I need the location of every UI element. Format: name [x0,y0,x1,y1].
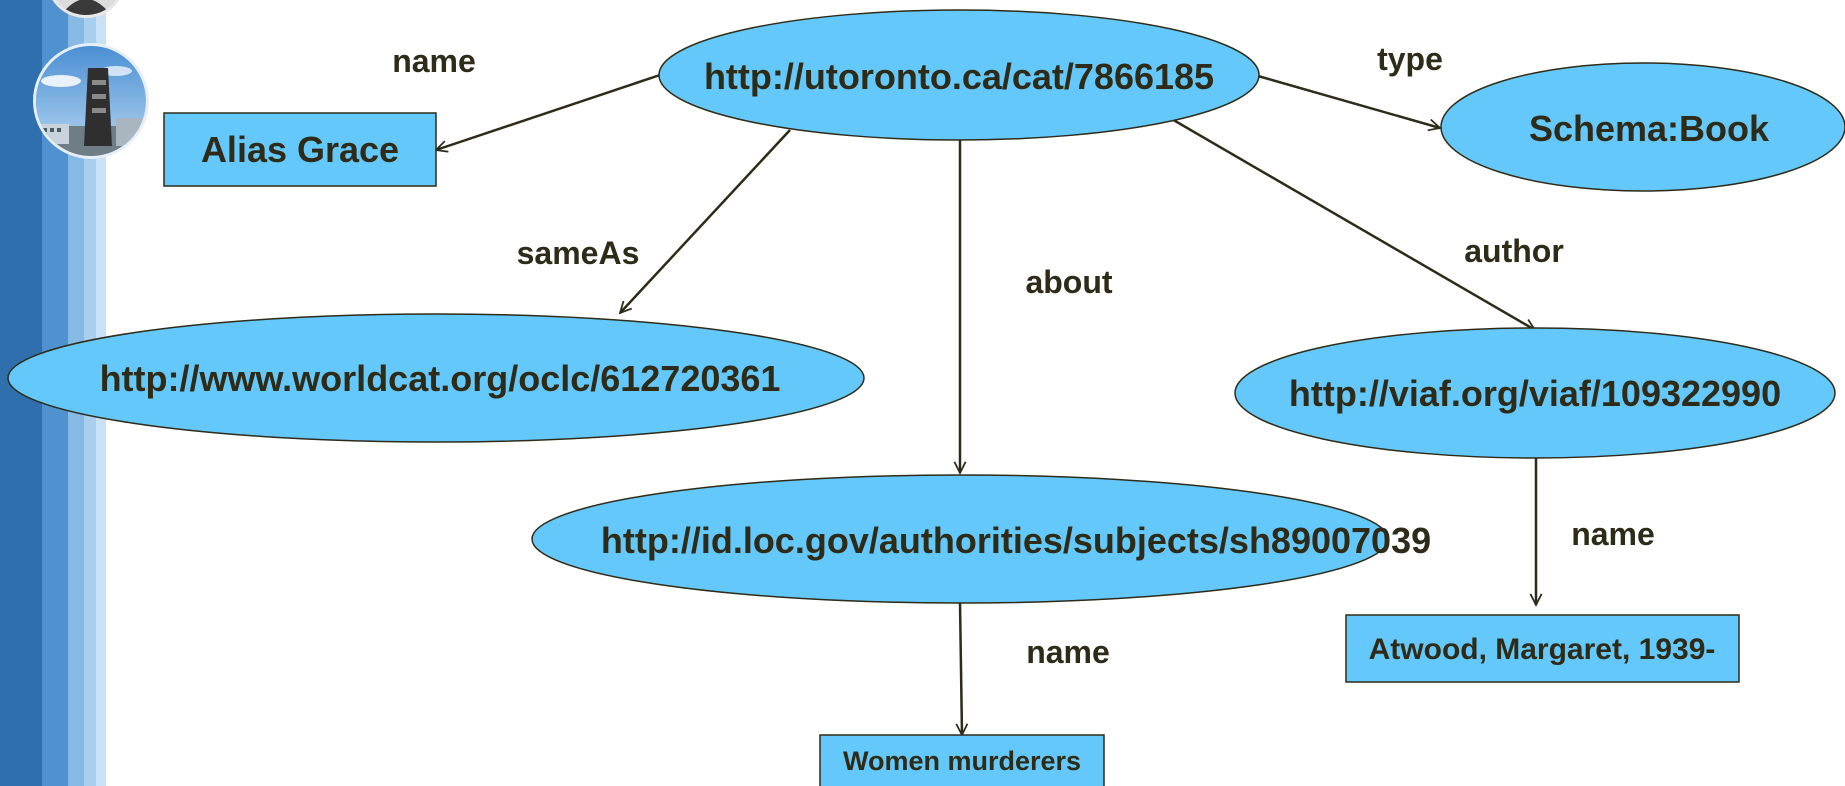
node-title-box [163,112,437,187]
edge-label-type: type [1377,41,1443,77]
node-worldcat-label: http://www.worldcat.org/oclc/612720361 [100,358,781,399]
edge-type [1257,74,1440,128]
edge-label-name-title: name [392,43,476,79]
node-title-label: Alias Grace [201,129,399,170]
photo-top [48,0,124,18]
node-type-ellipse [1440,62,1845,192]
node-author-name: Atwood, Margaret, 1939- [1345,614,1740,683]
edge-same-as [620,129,791,313]
node-viaf: http://viaf.org/viaf/109322990 [1234,327,1836,459]
node-loc-ellipse [531,474,1389,604]
node-subject-name: Women murderers [819,734,1105,786]
node-worldcat: http://www.worldcat.org/oclc/612720361 [7,313,865,443]
node-type: Schema:Book [1440,62,1845,192]
node-catalog: http://utoronto.ca/cat/7866185 [658,9,1260,141]
edge-label-about: about [1025,264,1112,300]
node-subject-name-box [819,734,1105,786]
edge-label-name-subject: name [1026,634,1110,670]
edge-label-name-author: name [1571,516,1655,552]
node-loc-label: http://id.loc.gov/authorities/subjects/s… [601,520,1431,561]
node-worldcat-ellipse [7,313,865,443]
edge-name-subject [960,601,962,735]
node-author-name-label: Atwood, Margaret, 1939- [1369,633,1716,666]
node-title: Alias Grace [163,112,437,187]
node-catalog-ellipse [658,9,1260,141]
node-subject-name-label: Women murderers [843,746,1081,776]
edge-label-same-as: sameAs [517,235,640,271]
edge-author [1169,116,1535,332]
node-loc: http://id.loc.gov/authorities/subjects/s… [531,474,1431,604]
node-author-name-box [1345,614,1740,683]
node-catalog-label: http://utoronto.ca/cat/7866185 [704,56,1214,97]
node-viaf-label: http://viaf.org/viaf/109322990 [1289,373,1781,414]
node-viaf-ellipse [1234,327,1836,459]
edge-label-author: author [1464,233,1564,269]
building-photo [33,43,149,159]
node-type-label: Schema:Book [1529,108,1770,149]
edge-name-title [436,73,661,150]
